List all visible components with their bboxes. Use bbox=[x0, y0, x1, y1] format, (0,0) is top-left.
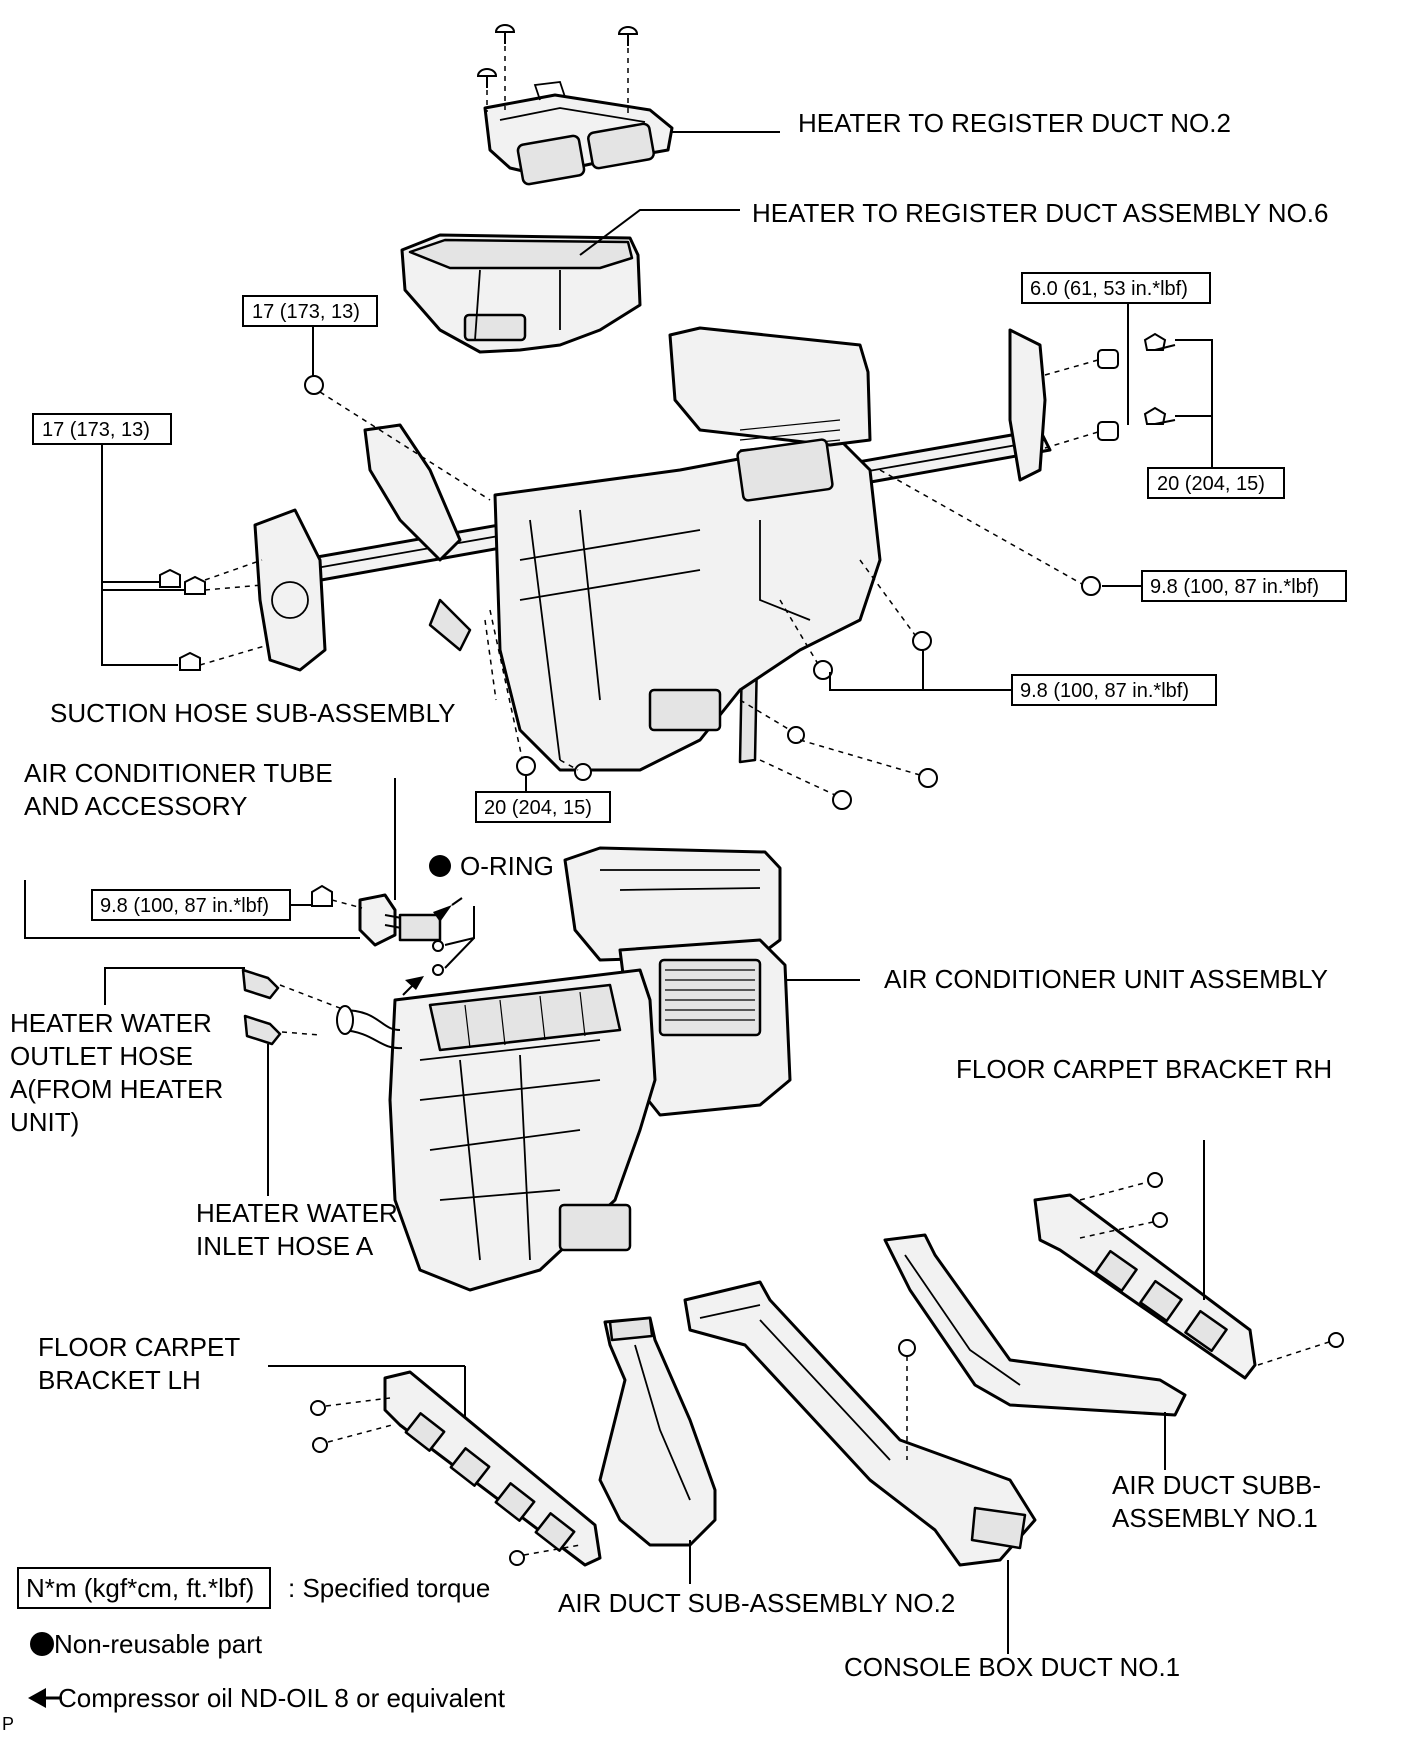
torque-17-top: 17 (173, 13) bbox=[242, 295, 491, 501]
label-o-ring: O-RING bbox=[460, 851, 554, 881]
svg-text:17 (173, 13): 17 (173, 13) bbox=[252, 301, 360, 323]
label-outlet-hose-line3: A(FROM HEATER bbox=[10, 1074, 223, 1104]
label-air-duct-sub-assembly-no2: AIR DUCT SUB-ASSEMBLY NO.2 bbox=[558, 1588, 955, 1618]
duct-no2-screws bbox=[476, 24, 639, 115]
air-duct-sub-assembly-no2 bbox=[598, 1316, 717, 1584]
floor-carpet-bracket-lh bbox=[310, 1370, 602, 1567]
lower-beam-bolts bbox=[559, 699, 938, 810]
air-conditioner-unit-assembly bbox=[336, 846, 792, 1292]
legend-compressor-oil: Compressor oil ND-OIL 8 or equivalent bbox=[58, 1683, 506, 1713]
svg-text:6.0 (61, 53 in.*lbf): 6.0 (61, 53 in.*lbf) bbox=[1030, 278, 1188, 300]
torque-17-left: 17 (173, 13) bbox=[32, 413, 269, 671]
corner-mark: P bbox=[2, 1714, 14, 1734]
label-outlet-hose-line4: UNIT) bbox=[10, 1107, 79, 1137]
label-ac-tube-line2: AND ACCESSORY bbox=[24, 791, 247, 821]
label-floor-carpet-bracket-rh: FLOOR CARPET BRACKET RH bbox=[956, 1054, 1332, 1084]
ac-unit-upper-view bbox=[493, 326, 882, 772]
torque-6-0: 6.0 (61, 53 in.*lbf) bbox=[1021, 272, 1211, 425]
label-air-conditioner-unit-assembly: AIR CONDITIONER UNIT ASSEMBLY bbox=[884, 964, 1328, 994]
air-duct-subb-assembly-no1 bbox=[883, 1233, 1187, 1470]
floor-carpet-bracket-rh bbox=[1033, 1140, 1344, 1380]
o-ring-callout: O-RING bbox=[402, 851, 554, 996]
label-outlet-hose-line1: HEATER WATER bbox=[10, 1008, 212, 1038]
label-bracket-lh-line1: FLOOR CARPET bbox=[38, 1332, 240, 1362]
label-heater-to-register-duct-no2: HEATER TO REGISTER DUCT NO.2 bbox=[798, 108, 1231, 138]
label-air-duct-subb-line1: AIR DUCT SUBB- bbox=[1112, 1470, 1321, 1500]
heater-to-register-duct-no6 bbox=[400, 233, 642, 354]
torque-9-8-mid: 9.8 (100, 87 in.*lbf) bbox=[779, 559, 1217, 706]
label-console-box-duct-no1: CONSOLE BOX DUCT NO.1 bbox=[844, 1652, 1180, 1682]
label-inlet-hose-line2: INLET HOSE A bbox=[196, 1231, 374, 1261]
legend-torque-desc: : Specified torque bbox=[288, 1573, 490, 1603]
torque-20-right: 20 (204, 15) bbox=[1147, 339, 1285, 499]
label-bracket-lh-line2: BRACKET LH bbox=[38, 1365, 201, 1395]
label-air-duct-subb-line2: ASSEMBLY NO.1 bbox=[1112, 1503, 1318, 1533]
svg-text:20 (204, 15): 20 (204, 15) bbox=[484, 797, 592, 819]
heater-water-hoses bbox=[104, 967, 346, 1196]
label-ac-tube-line1: AIR CONDITIONER TUBE bbox=[24, 758, 333, 788]
label-outlet-hose-line2: OUTLET HOSE bbox=[10, 1041, 193, 1071]
air-conditioner-tube-and-accessory bbox=[358, 778, 442, 947]
oil-arrow-icon bbox=[433, 905, 452, 922]
heater-to-register-duct-no2 bbox=[483, 81, 674, 186]
console-box-duct-no1 bbox=[683, 1280, 1037, 1654]
label-suction-hose-sub-assembly: SUCTION HOSE SUB-ASSEMBLY bbox=[50, 698, 456, 728]
label-heater-to-register-duct-no6: HEATER TO REGISTER DUCT ASSEMBLY NO.6 bbox=[752, 198, 1328, 228]
svg-text:9.8 (100, 87 in.*lbf): 9.8 (100, 87 in.*lbf) bbox=[100, 895, 269, 917]
svg-text:17 (173, 13): 17 (173, 13) bbox=[42, 419, 150, 441]
legend-torque-units: N*m (kgf*cm, ft.*lbf) bbox=[26, 1573, 254, 1603]
legend-torque-box bbox=[17, 1567, 271, 1609]
svg-text:20 (204, 15): 20 (204, 15) bbox=[1157, 473, 1265, 495]
compressor-oil-arrow-icon bbox=[28, 1688, 46, 1708]
legend-nonreusable: Non-reusable part bbox=[54, 1629, 263, 1659]
torque-9-8-right: 9.8 (100, 87 in.*lbf) bbox=[1102, 570, 1347, 602]
svg-text:9.8 (100, 87 in.*lbf): 9.8 (100, 87 in.*lbf) bbox=[1020, 680, 1189, 702]
torque-20-mid: 20 (204, 15) bbox=[475, 609, 611, 823]
legend: N*m (kgf*cm, ft.*lbf) : Specified torque… bbox=[17, 1567, 506, 1713]
svg-text:9.8 (100, 87 in.*lbf): 9.8 (100, 87 in.*lbf) bbox=[1150, 576, 1319, 598]
non-reusable-dot-icon bbox=[30, 1632, 54, 1656]
torque-9-8-tube: 9.8 (100, 87 in.*lbf) bbox=[24, 880, 363, 939]
label-inlet-hose-line1: HEATER WATER bbox=[196, 1198, 398, 1228]
beam-right-bolts bbox=[879, 332, 1176, 596]
